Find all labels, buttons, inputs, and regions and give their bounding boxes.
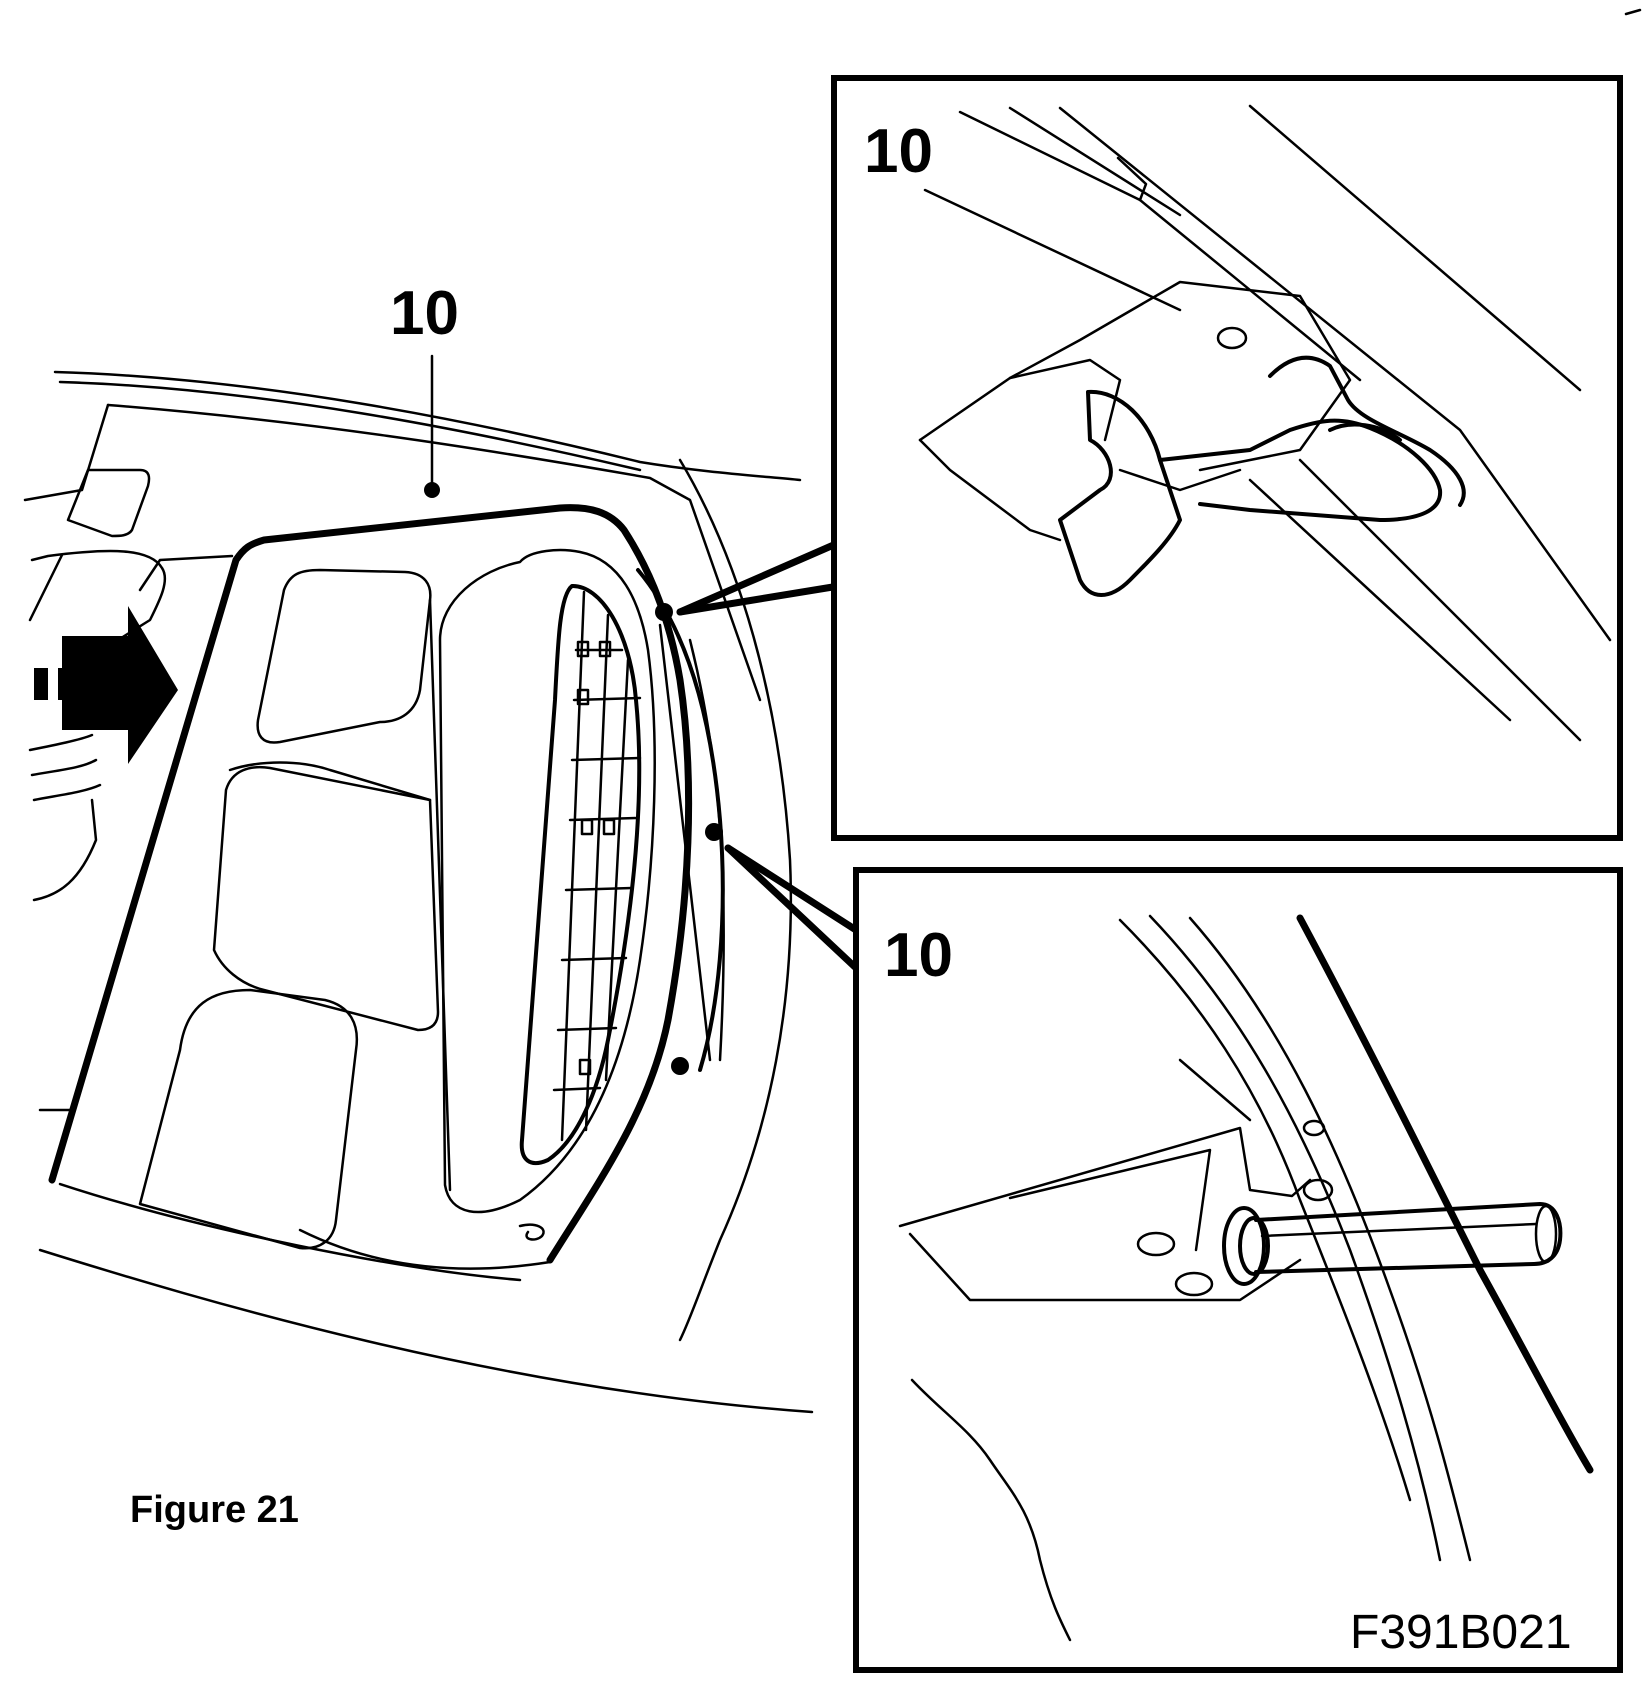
inset-bottom: 10 F391B021	[853, 867, 1623, 1673]
inset-top: 10	[831, 75, 1623, 841]
figure-caption: Figure 21	[130, 1489, 299, 1531]
callout-label: 10	[864, 117, 933, 186]
main-view: 10	[23, 279, 814, 1414]
vent-grille	[519, 583, 642, 1166]
inset-leaders	[676, 536, 860, 972]
callout-label: 10	[884, 921, 953, 990]
callout-label: 10	[390, 279, 459, 348]
bolt-icon	[1222, 1202, 1563, 1286]
direction-arrow-icon	[34, 606, 178, 764]
figure-code: F391B021	[1350, 1606, 1572, 1659]
